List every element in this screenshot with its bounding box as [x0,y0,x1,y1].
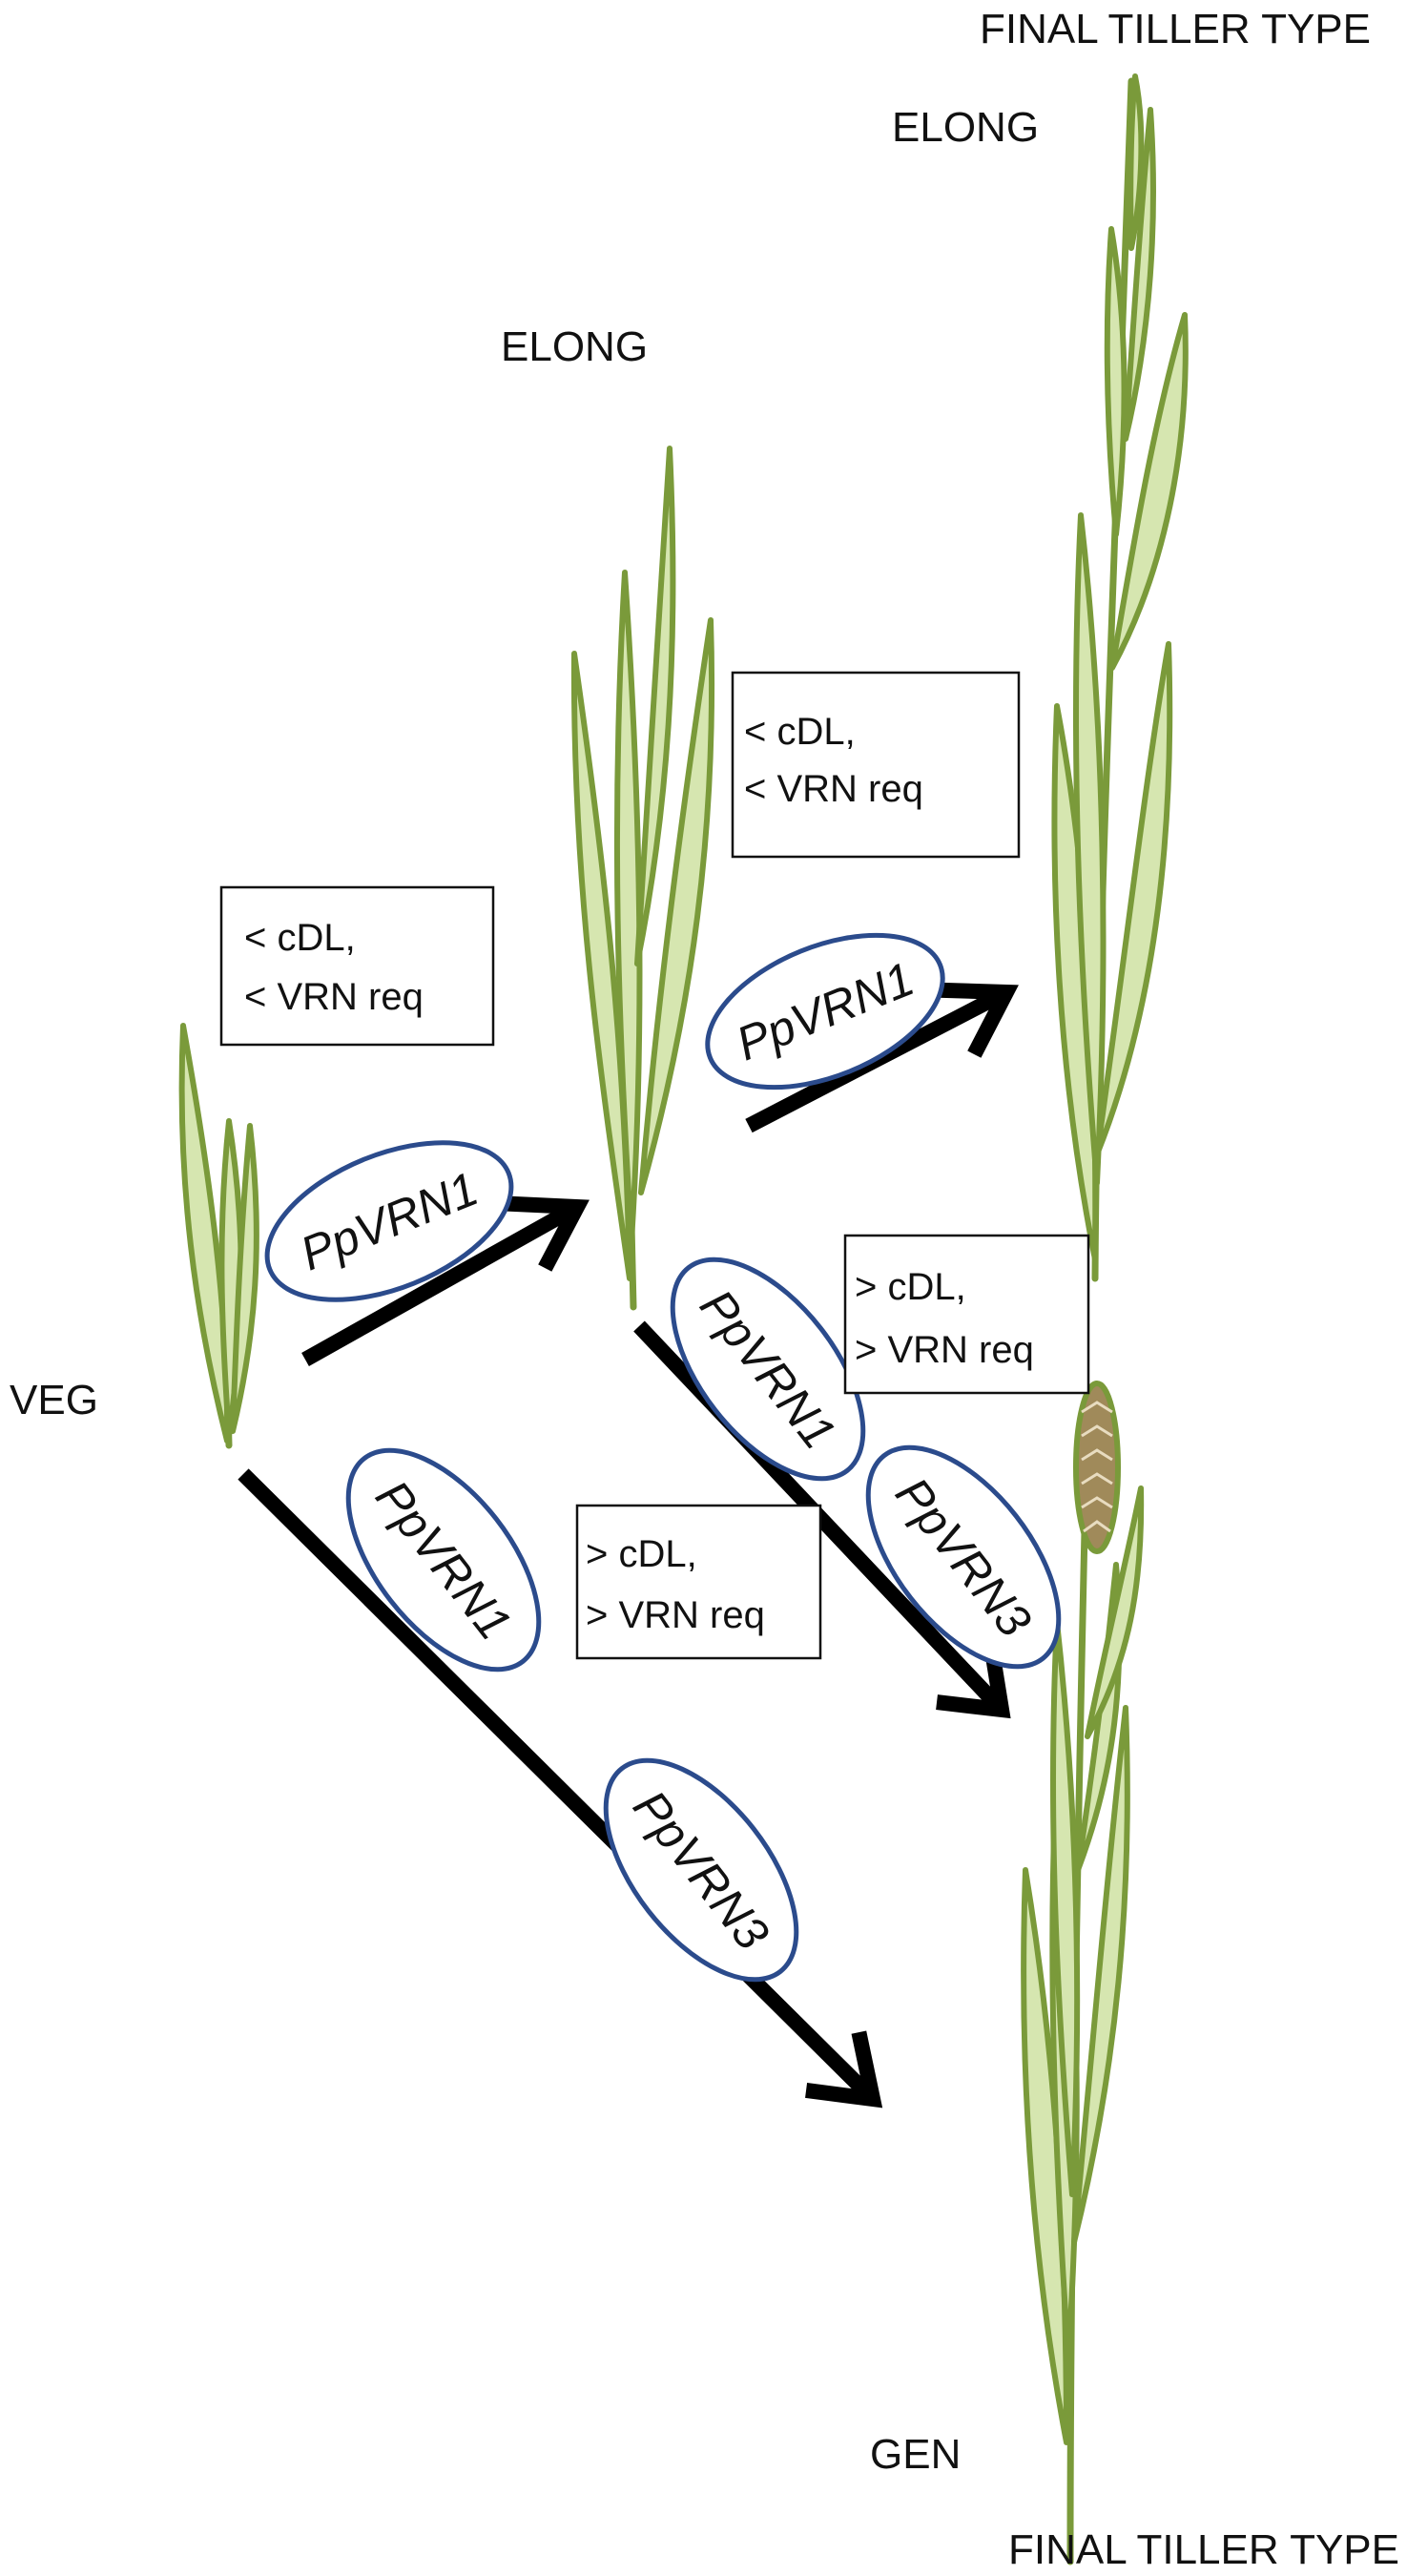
arrow-elong-elong-head [938,982,1019,1058]
condition-box-2: < cDL, < VRN req [731,671,1021,859]
gen-spike [1073,1381,1121,1554]
final-tiller-type-top: FINAL TILLER TYPE [980,6,1371,52]
condition-1-line-2: < VRN req [244,976,424,1018]
elong-top-plant [1051,73,1189,1282]
condition-box-1: < cDL, < VRN req [219,885,495,1047]
condition-3-line-2: > VRN req [855,1329,1034,1371]
veg-label: VEG [10,1377,98,1423]
elong-mid-leaf-3 [634,446,676,966]
gen-label: GEN [870,2431,961,2478]
elong-top-leaf-2 [1073,512,1107,1186]
elong-top-leaf-4 [1109,312,1189,671]
arrow-veg-to-gen [238,1468,883,2109]
gene-oval-6: PpVRN3 [603,1757,799,1983]
elong-top-leaf-7 [1128,73,1145,251]
arrow-veg-elong-head [507,1195,590,1272]
condition-1-line-1: < cDL, [244,917,356,959]
veg-plant [178,1023,259,1449]
arrow-veg-gen-head [805,2030,883,2109]
veg-leaf-3 [230,1123,259,1434]
gene-oval-1: PpVRN1 [264,1140,514,1302]
gen-leaf-6 [1085,1485,1145,1739]
gen-spike-texture [1081,1401,1113,1533]
condition-3-line-1: > cDL, [855,1266,966,1308]
elong-mid-label: ELONG [501,323,648,370]
elong-mid-leaf-2 [613,570,643,1243]
arrow-veg-gen-shaft [238,1468,879,2105]
gen-leaf-4 [1071,1705,1130,2245]
condition-box-4: > cDL, > VRN req [575,1504,822,1660]
gene-oval-5: PpVRN1 [345,1447,542,1672]
gen-plant [1021,1381,1145,2566]
arrow-veg-to-elong [301,1195,590,1366]
condition-box-3: > cDL, > VRN req [843,1234,1090,1395]
condition-4-line-1: > cDL, [586,1533,697,1575]
elong-top-leaf-3 [1094,641,1173,1157]
condition-4-line-2: > VRN req [586,1594,765,1636]
elong-mid-plant [570,446,715,1311]
elong-top-label: ELONG [892,104,1039,151]
arrow-elong-gen-head [936,1641,1011,1719]
final-tiller-type-bottom: FINAL TILLER TYPE [1008,2526,1399,2573]
condition-2-line-2: < VRN req [744,768,923,810]
condition-2-line-1: < cDL, [744,711,856,753]
arrow-veg-elong-shaft [301,1200,581,1366]
elong-top-leaf-6 [1123,107,1156,442]
gene-oval-2: PpVRN1 [705,932,945,1091]
elong-mid-leaf-4 [638,617,715,1195]
